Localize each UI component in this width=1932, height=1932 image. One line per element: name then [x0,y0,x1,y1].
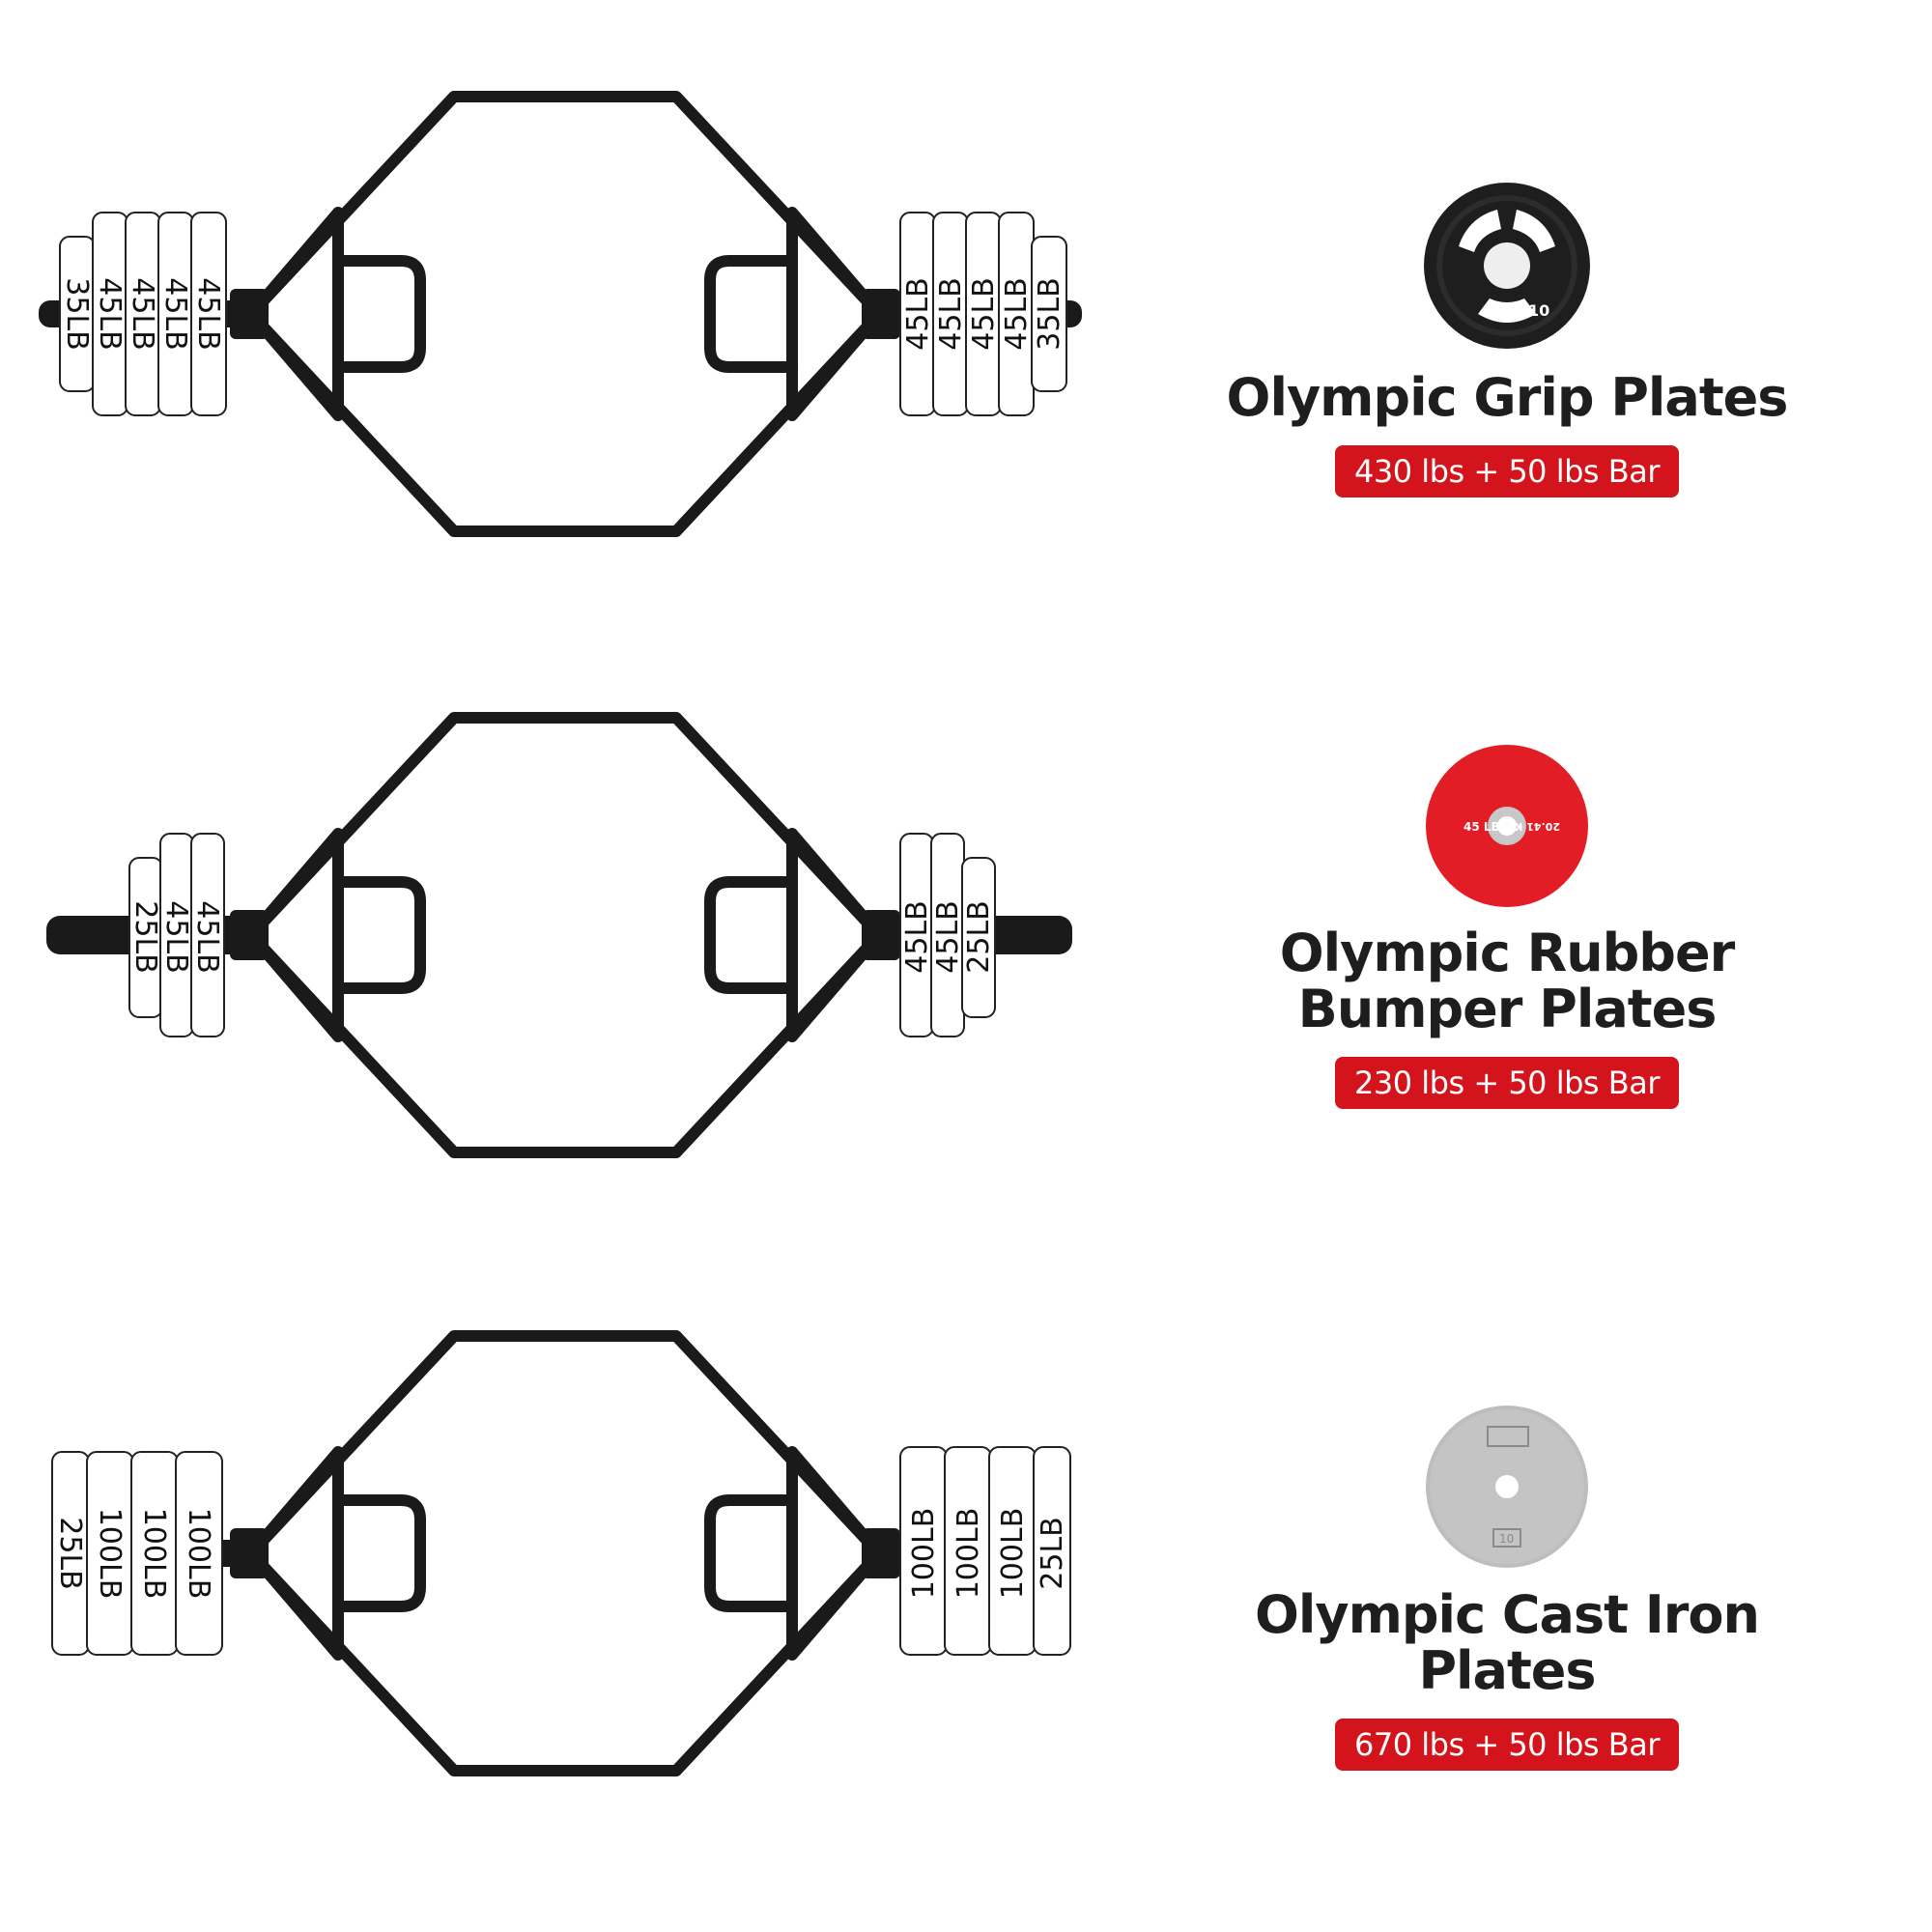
plate-label: 45LB [126,277,159,350]
right-handle [704,1494,798,1612]
plate-info: 10 Olympic Grip Plates 430 lbs + 50 lbs … [1159,179,1855,497]
hex-bar-diagram: 35LB 45LB 45LB 45LB 45LB 45LB 45LB 45LB … [39,91,1082,537]
left-plate-stack: 25LB 45LB 45LB [128,833,225,1037]
rubber-bumper-plate-icon: 45 LB 20.41 KG [1426,745,1588,907]
left-handle [332,255,426,373]
cast-iron-plate-icon: 10 [1426,1406,1588,1568]
plate-info: 45 LB 20.41 KG Olympic Rubber Bumper Pla… [1159,744,1855,1109]
right-plate-stack: 45LB 45LB 45LB 45LB 35LB [899,212,1067,416]
right-handle [704,255,798,373]
plate [961,857,996,1018]
plate-label: 100LB [93,1508,127,1600]
right-plate-stack: 100LB 100LB 100LB 25LB [899,1446,1071,1656]
weight-badge: 670 lbs + 50 lbs Bar [1335,1719,1679,1771]
plate-label: 45LB [967,277,1001,350]
plate-label: 25LB [128,900,162,973]
weight-badge: 430 lbs + 50 lbs Bar [1335,445,1679,497]
plate-label: 35LB [1033,277,1066,350]
plate-label: 45LB [931,900,965,973]
plate-label: 100LB [182,1508,215,1600]
plate-label: 45LB [93,277,127,350]
plate-label: 45LB [158,277,192,350]
plate-label: 35LB [60,277,94,350]
row-olympic-grip: 35LB 45LB 45LB 45LB 45LB 45LB 45LB 45LB … [0,82,1932,565]
plate-marking-lb: 45 LB [1463,820,1500,834]
weight-badge: 230 lbs + 50 lbs Bar [1335,1057,1679,1109]
plate-title: Olympic Cast Iron Plates [1255,1584,1760,1701]
plate-label: 25LB [53,1517,87,1589]
plate [190,833,225,1037]
hex-bar-diagram: 25LB 100LB 100LB 100LB 100LB 100LB 100LB… [51,1330,1071,1776]
left-collar [230,1528,269,1578]
right-plate-stack: 45LB 45LB 25LB [899,833,996,1037]
plate-weight-mark: 10 [1528,301,1549,320]
plate-marking-kg: 20.41 KG [1506,820,1560,833]
plate-label: 100LB [996,1508,1030,1600]
right-collar [862,289,900,339]
left-plate-stack: 25LB 100LB 100LB 100LB [51,1451,223,1656]
hex-frame [245,1330,885,1776]
plate-label: 45LB [901,277,935,350]
plate-label: 45LB [190,900,224,973]
plate-label: 100LB [137,1508,171,1600]
plate-title: Olympic Grip Plates [1226,367,1789,428]
left-plate-stack: 35LB 45LB 45LB 45LB 45LB [59,212,227,416]
plate-label: 25LB [1036,1517,1069,1589]
plate-label: 45LB [900,900,934,973]
plate-title: Olympic Rubber Bumper Plates [1279,923,1735,1039]
plate-label: 45LB [1000,277,1034,350]
plate-label: 100LB [952,1508,985,1600]
plate-info: 10 Olympic Cast Iron Plates 670 lbs + 50… [1159,1404,1855,1771]
hex-frame [245,91,885,537]
right-collar [862,1528,900,1578]
right-collar [862,910,900,960]
left-collar [230,289,269,339]
plate-label: 45LB [159,900,193,973]
left-handle [332,1494,426,1612]
plate-label: 45LB [191,277,225,350]
plate [1033,1446,1071,1656]
plate-weight-mark: 10 [1499,1532,1514,1546]
olympic-grip-plate-icon: 10 [1424,183,1590,349]
hex-frame [245,712,885,1158]
plate-label: 45LB [934,277,968,350]
plate [190,212,227,416]
row-rubber-bumper: 25LB 45LB 45LB 45LB 45LB 25LB 45 LB 20.4… [0,703,1932,1186]
left-handle [332,876,426,994]
plate-label: 100LB [907,1508,941,1600]
hex-bar-diagram: 25LB 45LB 45LB 45LB 45LB 25LB [46,712,1072,1158]
row-cast-iron: 25LB 100LB 100LB 100LB 100LB 100LB 100LB… [0,1321,1932,1804]
plate-label: 25LB [962,900,996,973]
plate [175,1451,223,1656]
right-handle [704,876,798,994]
plate [1031,236,1067,392]
left-collar [230,910,269,960]
